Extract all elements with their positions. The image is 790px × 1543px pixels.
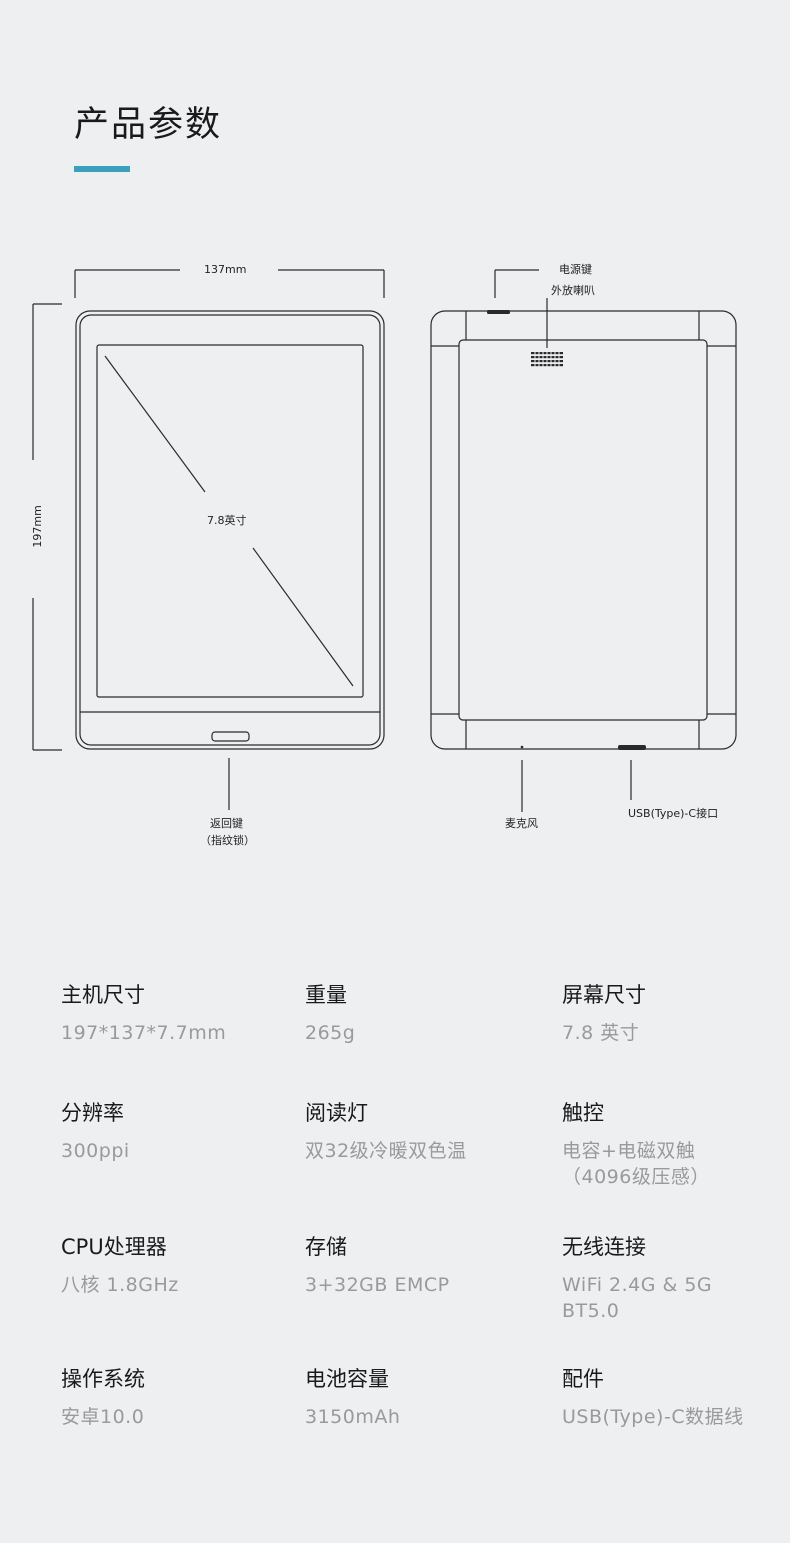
spec-item-resolution: 分辨率 300ppi: [61, 1099, 291, 1164]
usb-port-icon: [618, 745, 646, 750]
spec-item-screen-size: 屏幕尺寸 7.8 英寸: [562, 981, 790, 1046]
spec-value: 电容+电磁双触 （4096级压感）: [562, 1140, 710, 1188]
mic-hole-icon: [520, 745, 524, 749]
spec-value: 300ppi: [61, 1140, 130, 1162]
spec-label: 主机尺寸: [61, 983, 145, 1007]
spec-value: 7.8 英寸: [562, 1022, 640, 1044]
spec-item-cpu: CPU处理器 八核 1.8GHz: [61, 1233, 291, 1298]
usb-port-label: USB(Type)-C接口: [628, 807, 719, 820]
spec-label: CPU处理器: [61, 1235, 167, 1259]
spec-value: WiFi 2.4G & 5G BT5.0: [562, 1274, 713, 1322]
spec-item-dimensions: 主机尺寸 197*137*7.7mm: [61, 981, 291, 1046]
width-label: 137mm: [204, 263, 247, 276]
spec-item-touch: 触控 电容+电磁双触 （4096级压感）: [562, 1099, 790, 1190]
spec-label: 阅读灯: [305, 1101, 368, 1125]
spec-value: 3+32GB EMCP: [305, 1274, 450, 1296]
spec-item-battery: 电池容量 3150mAh: [305, 1365, 535, 1430]
page-title: 产品参数: [74, 105, 223, 145]
power-key-label: 电源键: [559, 263, 592, 276]
spec-value: USB(Type)-C数据线: [562, 1406, 744, 1428]
fingerprint-label: （指纹锁）: [200, 834, 255, 847]
spec-label: 触控: [562, 1101, 604, 1125]
power-key-icon: [487, 310, 510, 314]
spec-item-reading-light: 阅读灯 双32级冷暖双色温: [305, 1099, 535, 1164]
spec-value: 265g: [305, 1022, 356, 1044]
height-dimension-line: [32, 303, 62, 751]
spec-label: 屏幕尺寸: [562, 983, 646, 1007]
spec-value: 双32级冷暖双色温: [305, 1140, 467, 1162]
spec-label: 重量: [305, 983, 347, 1007]
spec-value: 安卓10.0: [61, 1406, 145, 1428]
spec-label: 电池容量: [305, 1367, 389, 1391]
front-view-device: [75, 310, 385, 810]
spec-label: 操作系统: [61, 1367, 145, 1391]
spec-label: 无线连接: [562, 1235, 646, 1259]
spec-label: 配件: [562, 1367, 604, 1391]
device-diagram: [32, 269, 737, 812]
spec-item-os: 操作系统 安卓10.0: [61, 1365, 291, 1430]
back-key-label: 返回键: [210, 817, 243, 830]
spec-value: 197*137*7.7mm: [61, 1022, 227, 1044]
spec-item-weight: 重量 265g: [305, 981, 535, 1046]
spec-label: 存储: [305, 1235, 347, 1259]
title-accent-bar: [74, 166, 130, 172]
speaker-grille-gaps: [534, 351, 560, 367]
spec-item-wireless: 无线连接 WiFi 2.4G & 5G BT5.0: [562, 1233, 790, 1324]
width-dimension-line: [74, 269, 385, 298]
spec-label: 分辨率: [61, 1101, 124, 1125]
spec-item-storage: 存储 3+32GB EMCP: [305, 1233, 535, 1298]
mic-label: 麦克风: [505, 817, 538, 830]
spec-value: 八核 1.8GHz: [61, 1274, 179, 1296]
spec-value: 3150mAh: [305, 1406, 401, 1428]
spec-item-accessories: 配件 USB(Type)-C数据线: [562, 1365, 790, 1430]
speaker-label: 外放喇叭: [551, 284, 595, 297]
screen-size-label: 7.8英寸: [207, 514, 247, 527]
back-view-device: [430, 269, 737, 812]
